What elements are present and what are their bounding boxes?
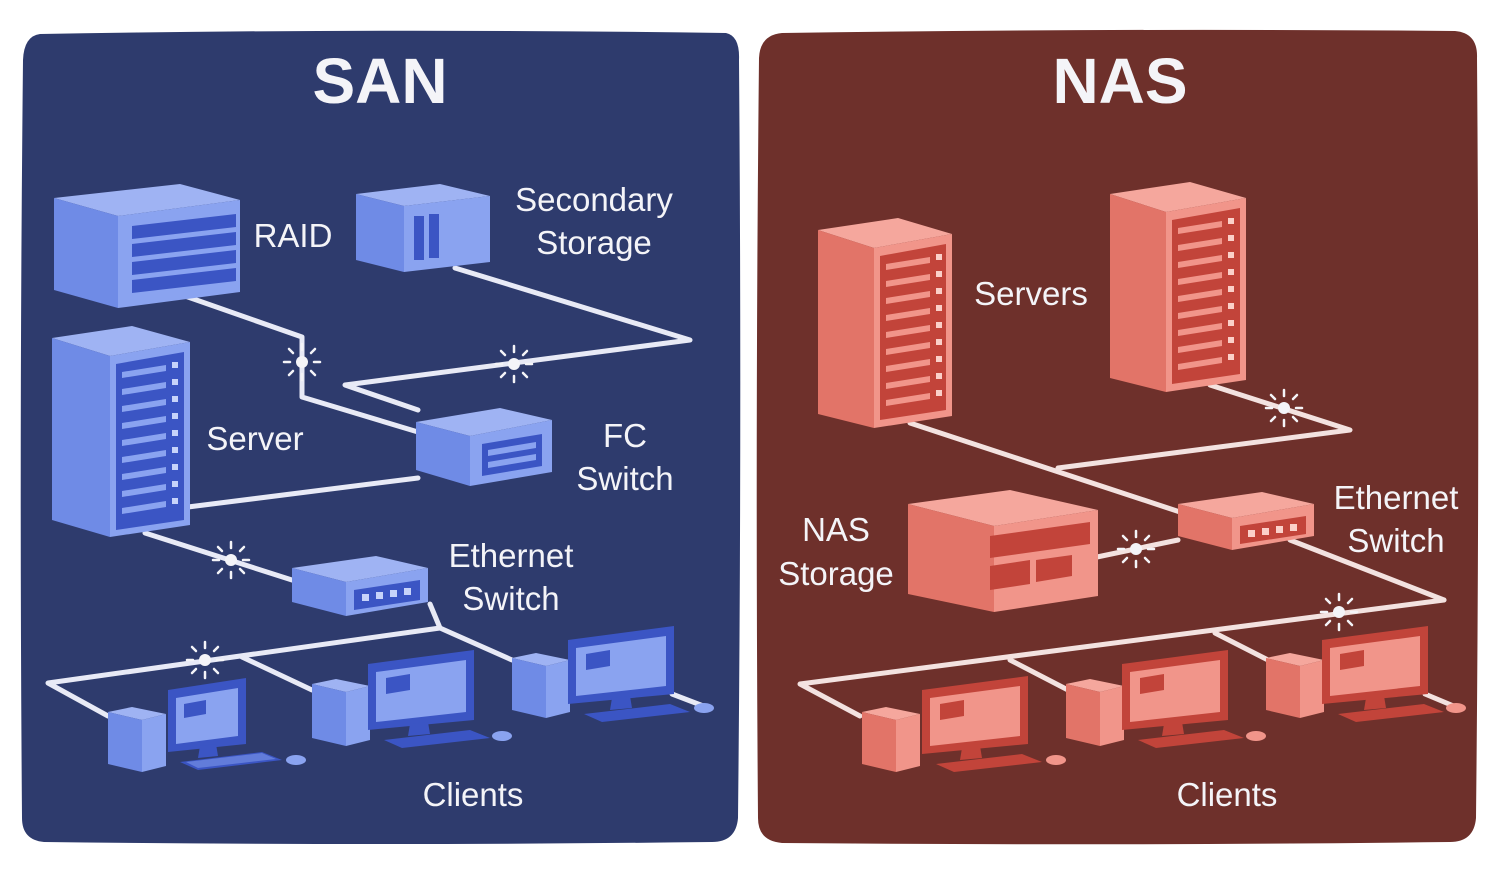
- nas-activity-indicators: [1116, 388, 1359, 632]
- server-label: Server: [206, 420, 303, 457]
- ethernet-switch-icon: [1178, 492, 1314, 550]
- san-activity-indicators: [185, 342, 534, 680]
- ethernet-switch-icon: [292, 556, 428, 616]
- nas-client-1: [862, 676, 1066, 772]
- network-activity-icon: [1319, 592, 1359, 632]
- san-client-2: [312, 650, 512, 748]
- fibre-channel-switch-icon: [416, 408, 552, 486]
- network-activity-icon: [1264, 388, 1304, 428]
- tower-server-icon: [52, 326, 190, 537]
- nas-ethernet-switch-label-line1: Ethernet: [1334, 479, 1459, 516]
- fc-switch-label-line1: FC: [603, 417, 647, 454]
- network-activity-icon: [1116, 529, 1156, 569]
- desktop-computer-icon: [1066, 650, 1266, 748]
- network-activity-icon: [282, 342, 322, 382]
- san-ethernet-switch-label-line2: Switch: [462, 580, 559, 617]
- tower-server-icon: [818, 218, 952, 428]
- nas-storage-label-line1: NAS: [802, 511, 870, 548]
- san-clients-label: Clients: [423, 776, 524, 813]
- san-client-3: [512, 626, 714, 722]
- desktop-computer-icon: [1266, 626, 1466, 722]
- desktop-computer-icon: [512, 626, 714, 722]
- nas-clients-label: Clients: [1177, 776, 1278, 813]
- secondary-storage-label-line1: Secondary: [515, 181, 673, 218]
- raid-array-icon: [54, 184, 240, 308]
- tower-server-icon: [1110, 182, 1246, 392]
- san-ethernet-switch-label-line1: Ethernet: [449, 537, 574, 574]
- desktop-computer-icon: [108, 678, 306, 772]
- nas-server-1: [818, 218, 952, 428]
- nas-ethernet-switch-label-line2: Switch: [1347, 522, 1444, 559]
- servers-label: Servers: [974, 275, 1088, 312]
- nas-storage-label-line2: Storage: [778, 555, 894, 592]
- desktop-computer-icon: [862, 676, 1066, 772]
- san-title: SAN: [312, 45, 447, 117]
- nas-device-icon: [908, 490, 1098, 612]
- raid-label: RAID: [254, 217, 333, 254]
- fc-switch-label-line2: Switch: [576, 460, 673, 497]
- desktop-computer-icon: [312, 650, 512, 748]
- network-activity-icon: [211, 540, 251, 580]
- secondary-storage-label-line2: Storage: [536, 224, 652, 261]
- storage-box-icon: [356, 184, 490, 272]
- nas-title: NAS: [1052, 45, 1187, 117]
- network-activity-icon: [494, 344, 534, 384]
- san-client-1: [108, 678, 306, 772]
- nas-server-2: [1110, 182, 1246, 392]
- network-activity-icon: [185, 640, 225, 680]
- nas-client-2: [1066, 650, 1266, 748]
- nas-client-3: [1266, 626, 1466, 722]
